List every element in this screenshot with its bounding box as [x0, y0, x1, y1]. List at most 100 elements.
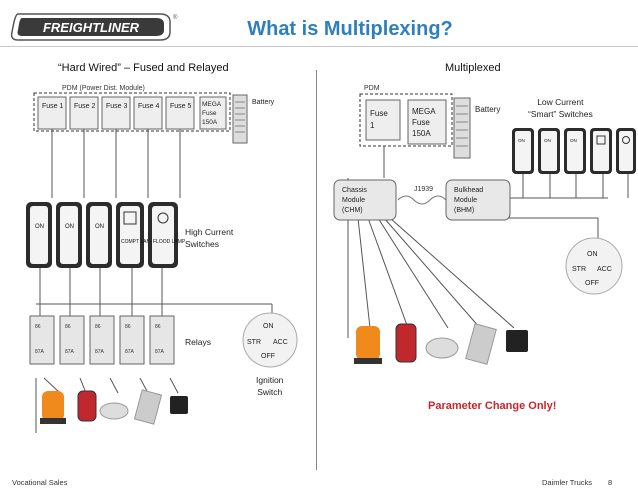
svg-text:Fuse 4: Fuse 4	[138, 103, 160, 110]
svg-text:1: 1	[370, 121, 375, 130]
right-pdm-label: PDM	[364, 85, 380, 92]
left-switch-5: FLOOD LAMP	[148, 202, 186, 268]
left-ignition-switch: ON STR ACC OFF	[242, 312, 298, 368]
svg-text:Bulkhead: Bulkhead	[454, 187, 483, 194]
svg-text:Fuse: Fuse	[202, 110, 217, 117]
svg-text:COMPT LAMP: COMPT LAMP	[121, 239, 155, 245]
left-relay-1: 86 87A	[29, 315, 55, 365]
svg-text:Fuse 2: Fuse 2	[74, 103, 96, 110]
left-relay-2: 86 87A	[59, 315, 85, 365]
bulkhead-module: Bulkhead Module (BHM)	[445, 179, 511, 221]
smart-switch-4	[590, 128, 612, 174]
smart-switch-1: ON	[512, 128, 534, 174]
svg-text:150A: 150A	[202, 119, 218, 126]
hard-wired-diagram: PDM (Power Dist. Module) Fuse 1 Fuse 2 F…	[26, 85, 298, 433]
svg-text:150A: 150A	[412, 129, 431, 138]
left-switch-2: ON	[56, 202, 82, 268]
hard-wired-heading: “Hard Wired” – Fused and Relayed	[58, 62, 229, 74]
svg-text:ON: ON	[544, 138, 551, 143]
svg-text:ON: ON	[95, 224, 104, 230]
left-relay-3: 86 87A	[89, 315, 115, 365]
right-lamp-panel	[465, 323, 497, 365]
footer-company: Daimler Trucks	[542, 478, 593, 487]
svg-text:ON: ON	[570, 138, 577, 143]
svg-text:87A: 87A	[65, 349, 75, 355]
chassis-module: Chassis Module (CHM)	[333, 179, 397, 221]
svg-text:Fuse 5: Fuse 5	[170, 103, 192, 110]
smart-switch-2: ON	[538, 128, 560, 174]
smart-switch-3: ON	[564, 128, 586, 174]
parameter-change-note: Parameter Change Only!	[428, 400, 557, 412]
left-relay-4: 86 87A	[119, 315, 145, 365]
svg-text:Module: Module	[454, 197, 477, 204]
svg-text:ACC: ACC	[597, 266, 612, 273]
svg-text:Fuse: Fuse	[412, 118, 430, 127]
svg-text:MEGA: MEGA	[202, 101, 222, 108]
svg-text:STR: STR	[247, 339, 261, 346]
left-mega-fuse: MEGA Fuse 150A	[199, 96, 227, 130]
svg-text:Fuse: Fuse	[370, 109, 388, 118]
j1939-label: J1939	[414, 186, 433, 193]
svg-text:Chassis: Chassis	[342, 187, 367, 194]
svg-text:ON: ON	[587, 251, 598, 258]
svg-text:ON: ON	[35, 224, 44, 230]
svg-text:86: 86	[95, 324, 101, 330]
right-lamp-flood	[506, 330, 528, 352]
svg-text:86: 86	[65, 324, 71, 330]
left-switch-4: COMPT LAMP	[116, 202, 155, 268]
brand-text: FREIGHTLINER	[43, 20, 140, 35]
page-number: 8	[608, 478, 613, 487]
right-battery: Battery	[453, 97, 500, 159]
freightliner-logo: FREIGHTLINER ®	[10, 13, 178, 41]
header-rule	[0, 46, 638, 47]
svg-text:Fuse 1: Fuse 1	[42, 103, 64, 110]
svg-text:(CHM): (CHM)	[342, 207, 363, 214]
svg-text:87A: 87A	[95, 349, 105, 355]
right-lamp-amber-beacon	[354, 326, 382, 364]
right-ignition-switch: ON STR ACC OFF	[565, 237, 623, 295]
left-switch-3: ON	[86, 202, 112, 268]
left-fuse-1: Fuse 1	[37, 96, 67, 130]
right-lamp-dome	[425, 337, 459, 359]
left-fuse-5: Fuse 5	[165, 96, 195, 130]
left-lamp-red	[77, 390, 97, 422]
svg-text:(BHM): (BHM)	[454, 207, 474, 214]
multiplexed-diagram: PDM Fuse 1 MEGA Fuse 150A Battery J1939 C…	[333, 85, 636, 365]
svg-text:FLOOD LAMP: FLOOD LAMP	[153, 239, 186, 245]
svg-text:OFF: OFF	[261, 353, 275, 360]
left-fuse-4: Fuse 4	[133, 96, 163, 130]
right-mega-fuse: MEGA Fuse 150A	[407, 99, 447, 145]
left-pdm-box	[33, 92, 231, 132]
center-divider	[316, 70, 317, 470]
smart-switch-5	[616, 128, 636, 174]
svg-text:Module: Module	[342, 197, 365, 204]
left-fuse-3: Fuse 3	[101, 96, 131, 130]
svg-text:86: 86	[35, 324, 41, 330]
svg-text:®: ®	[173, 14, 178, 21]
footer-left: Vocational Sales	[12, 478, 68, 487]
j1939-link	[397, 195, 447, 205]
svg-text:ACC: ACC	[273, 339, 288, 346]
right-fuse-1: Fuse 1	[365, 99, 401, 141]
multiplexed-heading: Multiplexed	[445, 62, 501, 74]
svg-text:STR: STR	[572, 266, 586, 273]
svg-text:86: 86	[125, 324, 131, 330]
smart-switches-label: Low Current“Smart” Switches	[528, 97, 593, 119]
left-lamp-flood	[170, 396, 188, 414]
left-lamp-panel	[133, 389, 163, 425]
right-pdm-box	[359, 93, 453, 147]
svg-text:Battery: Battery	[252, 99, 275, 106]
relays-label: Relays	[185, 337, 211, 347]
svg-text:Battery: Battery	[475, 105, 500, 114]
left-fuse-2: Fuse 2	[69, 96, 99, 130]
svg-text:87A: 87A	[35, 349, 45, 355]
svg-text:87A: 87A	[125, 349, 135, 355]
svg-text:MEGA: MEGA	[412, 107, 436, 116]
svg-text:ON: ON	[518, 138, 525, 143]
left-lamp-amber-beacon	[40, 391, 66, 424]
svg-text:ON: ON	[65, 224, 74, 230]
svg-text:OFF: OFF	[585, 280, 599, 287]
